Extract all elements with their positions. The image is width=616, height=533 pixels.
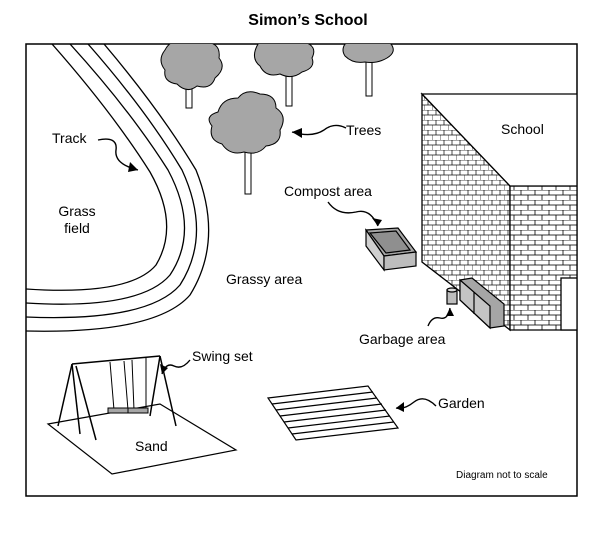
grassy-area-label: Grassy area [226,271,303,287]
track [26,44,210,332]
scale-note: Diagram not to scale [456,470,548,481]
school-label: School [501,121,544,137]
compost-bin [364,227,418,272]
tree [342,44,394,97]
arrow-heads [128,128,454,412]
track-label: Track [52,130,87,146]
track-pointer [97,138,139,171]
swing-set-label: Swing set [192,348,253,364]
grass-field-label-line1: Grass [58,203,96,219]
grass-field-label-line2: field [64,220,90,236]
trees-label: Trees [346,122,382,138]
compost-area-label: Compost area [284,183,372,199]
compost-pointer [327,201,379,227]
garbage-area-label: Garbage area [359,331,446,347]
school-building [420,92,577,332]
diagram-title: Simon’s School [248,12,368,29]
garden-label: Garden [438,395,485,411]
garden [266,385,400,441]
swing-set [57,355,177,441]
tree [160,44,223,109]
tree [254,44,315,107]
sand-label: Sand [135,438,168,454]
tree [208,91,284,195]
garbage-bins [446,277,505,330]
tree-group [160,44,394,195]
trees-pointer [291,124,347,136]
